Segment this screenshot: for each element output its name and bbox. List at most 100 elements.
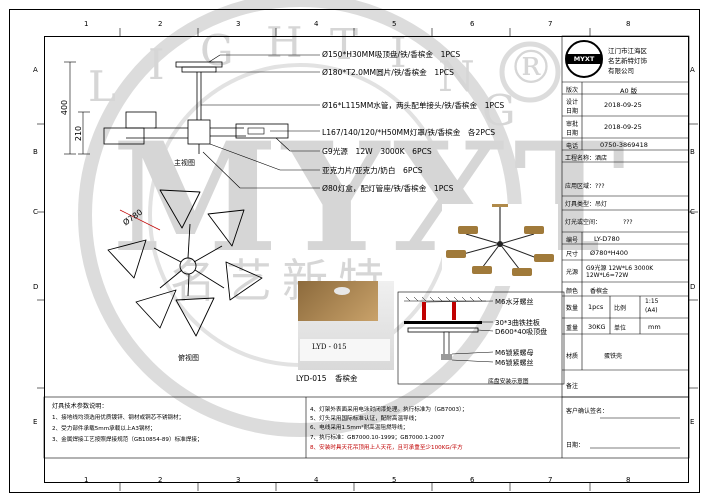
front-view-label: 主视图 — [174, 159, 195, 167]
location-label: 应用区域：??? — [565, 181, 605, 190]
client-confirm-label: 客户确认签名： — [566, 408, 609, 415]
space-value: ??? — [623, 219, 633, 226]
approve-date-label-1: 审批 — [566, 121, 579, 128]
company-name-line3: 有限公司 — [608, 67, 634, 75]
column-number: 5 — [392, 476, 397, 484]
version-value: A0 版 — [620, 87, 638, 95]
watermark-registered: ® — [508, 40, 554, 94]
column-number: 1 — [84, 476, 89, 484]
note-line-warning: 8、安装时具天花吊顶用上人天花，且可承重至少100KG/平方 — [310, 445, 463, 451]
sample-hole — [334, 287, 350, 295]
row-letter: D — [690, 283, 696, 291]
note-line: 6、电线采用1.5mm²耐高温阻燃导线； — [310, 425, 409, 431]
code-value: LY-D780 — [594, 235, 620, 243]
design-date-label-1: 设计 — [566, 99, 579, 106]
column-number: 7 — [548, 20, 553, 28]
watermark-letter: N — [438, 52, 475, 101]
note-label: 备注 — [566, 383, 579, 390]
approve-date: 2018-09-25 — [604, 123, 642, 131]
install-label-nut: M6锁紧螺母 — [495, 349, 534, 357]
sample-card — [300, 339, 390, 361]
company-name-line1: 江门市江海区 — [608, 47, 647, 55]
callout-light-source: G9光源 12W 3000K 6PCS — [322, 147, 432, 156]
note-line: 1、接地线均须选用优质镀锌、钢材或铜芯不锈钢材； — [52, 415, 185, 421]
drawing-border-inner — [44, 36, 689, 483]
note-line: 4、灯架外表面采用电泳封闭漆处理。执行标准为（GB7003）； — [310, 407, 468, 413]
material-value: 蛋铁壳 — [604, 353, 623, 360]
callout-rod: Ø16*L115MM水管，两头配单接头/铁/香槟金 1PCS — [322, 101, 505, 110]
column-number: 6 — [470, 20, 475, 28]
type-value: 吊灯 — [595, 201, 608, 208]
watermark-letter: H — [266, 18, 303, 67]
photo-finish: 香槟金 — [334, 374, 358, 383]
phone-value: 0750-3869418 — [600, 141, 648, 149]
sample-photo: LYD - 015 — [298, 281, 394, 370]
weight-value: 30KG — [588, 323, 606, 331]
install-label-canopy: D600*40吸顶盘 — [495, 328, 548, 336]
column-number: 2 — [158, 20, 163, 28]
code-label: 编号 — [566, 237, 579, 244]
light-label: 光源 — [566, 269, 579, 276]
size-value: Ø780*H400 — [590, 249, 629, 257]
product-photo — [442, 204, 558, 286]
color-value: 香槟金 — [590, 288, 609, 295]
canopy-cover — [181, 66, 217, 73]
scale-value-2: (A4) — [645, 307, 658, 314]
company-logo-ring — [565, 40, 603, 78]
notes-title: 灯具技术参数说明： — [52, 403, 108, 410]
row-letter: B — [690, 148, 695, 156]
unit-label: 单位 — [614, 325, 627, 332]
row-letter: A — [690, 66, 695, 74]
type-label-text: 灯具类型： — [565, 201, 596, 208]
row-letter: A — [33, 66, 38, 74]
location-label-text: 应用区域： — [565, 183, 596, 190]
callout-box: Ø80灯盒，配灯管座/铁/香槟金 1PCS — [322, 184, 454, 193]
row-letter: C — [690, 208, 695, 216]
callout-disc: Ø180*T2.0MM圆片/铁/香槟金 1PCS — [322, 68, 454, 77]
material-label: 材质 — [566, 353, 579, 360]
version-label: 版次 — [566, 87, 579, 94]
location-value: ??? — [595, 183, 605, 190]
sample-plate-text: LYD - 015 — [312, 343, 347, 351]
qty-label: 数量 — [566, 305, 579, 312]
row-letter: E — [33, 418, 38, 426]
qty-value: 1pcs — [588, 303, 604, 311]
column-number: 8 — [626, 476, 631, 484]
watermark-letter: G — [482, 86, 516, 135]
watermark-letter: L — [88, 62, 116, 111]
color-label: 颜色 — [566, 288, 579, 295]
install-title: 底盘安装示意图 — [488, 379, 529, 385]
watermark-letter: I — [148, 40, 165, 89]
drawing-border-outer — [9, 9, 700, 493]
watermark-letter: T — [330, 20, 359, 69]
photo-caption: LYD-015 香槟金 — [296, 373, 357, 384]
install-label-lockscrew: M6锁紧螺丝 — [495, 359, 534, 367]
column-number: 5 — [392, 20, 397, 28]
column-number: 3 — [236, 20, 241, 28]
column-number: 7 — [548, 476, 553, 484]
project-value: 酒店 — [595, 155, 608, 162]
photo-model: LYD-015 — [296, 374, 327, 383]
row-letter: D — [33, 283, 39, 291]
light-value-1: G9光源 12W*L6 3000K — [586, 265, 654, 272]
weight-label: 重量 — [566, 325, 579, 332]
column-number: 1 — [84, 20, 89, 28]
watermark-letter: I — [390, 28, 407, 77]
project-label: 工程名称：酒店 — [565, 153, 607, 162]
column-number: 4 — [314, 476, 319, 484]
project-label-text: 工程名称： — [565, 155, 596, 162]
column-number: 2 — [158, 476, 163, 484]
note-line: 7、执行标准：GB7000.10-1999；GB7000.1-2007 — [310, 435, 445, 441]
unit-value: mm — [648, 323, 661, 331]
callout-acrylic: 亚克力片/亚克力/奶白 6PCS — [322, 166, 423, 175]
light-value-2: 12W*L6=72W — [586, 272, 629, 279]
callout-shades: L167/140/120/*H50MM灯罩/铁/香槟金 各2PCS — [322, 128, 496, 137]
row-letter: C — [33, 208, 38, 216]
callout-canopy: Ø150*H30MM吸顶盘/铁/香槟金 1PCS — [322, 50, 461, 59]
install-label-bracket: 30*3曲铁挂板 — [495, 319, 540, 327]
